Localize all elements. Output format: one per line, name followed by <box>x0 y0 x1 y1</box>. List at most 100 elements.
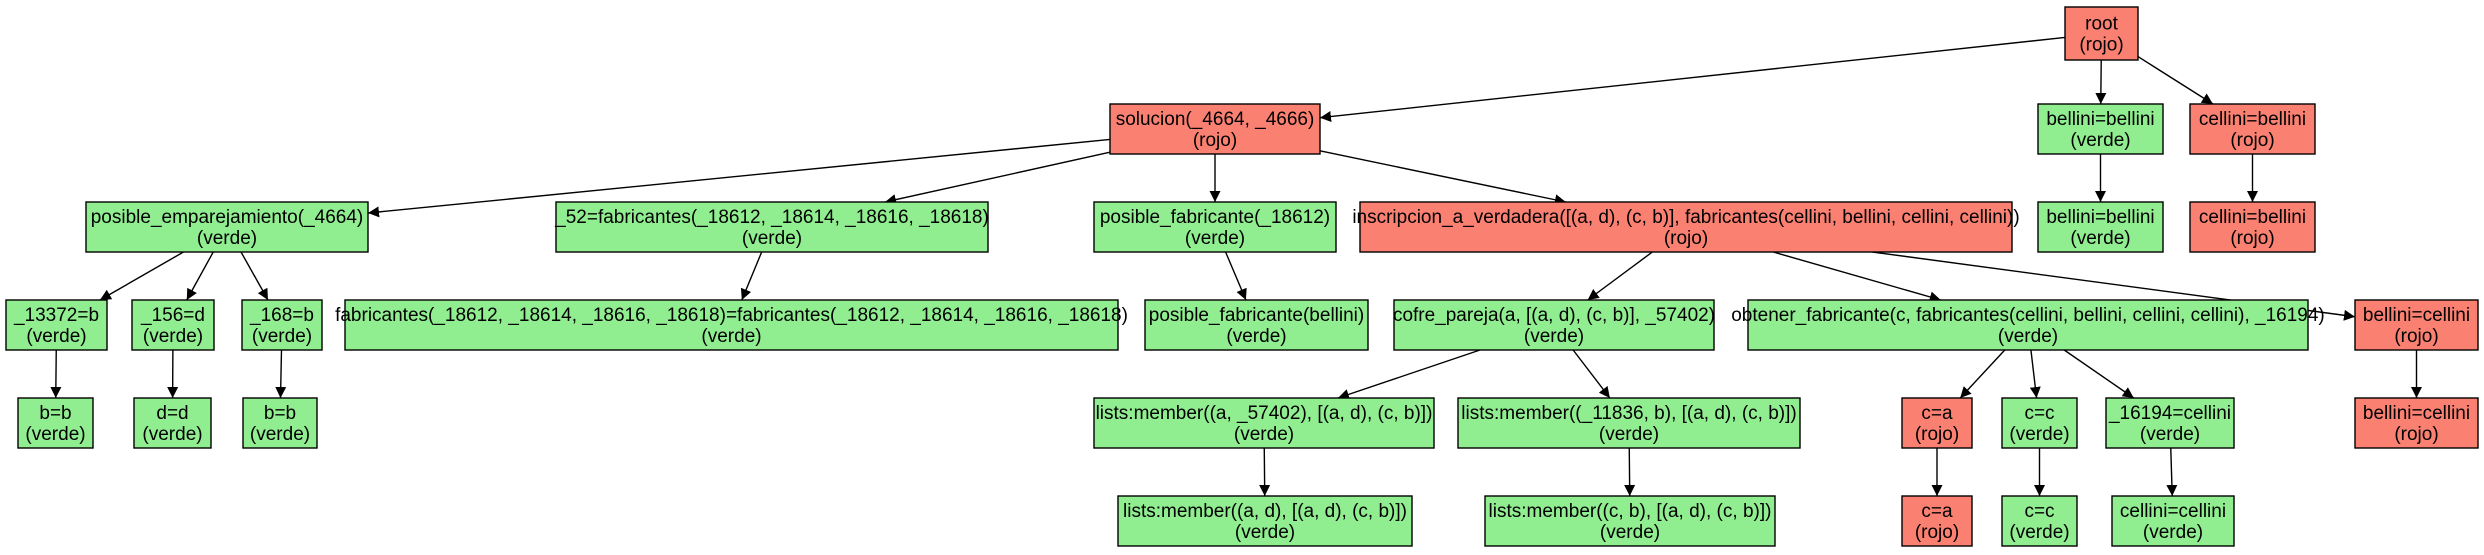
node-status: (rojo) <box>1193 130 1237 151</box>
node-status: (rojo) <box>2394 424 2438 445</box>
node-label: _156=d <box>140 305 205 326</box>
tree-node-iv: inscripcion_a_verdadera([(a, d), (c, b)]… <box>1352 201 2020 253</box>
node-label: lists:member((c, b), [(a, d), (c, b)]) <box>1489 501 1772 522</box>
edge-obt-to-n16194 <box>2063 349 2135 399</box>
edge-solucion-to-pe <box>367 138 1111 218</box>
node-status: (verde) <box>143 326 203 347</box>
tree-node-bc2: bellini=cellini(rojo) <box>2354 397 2479 449</box>
edge-cofre-to-lm1 <box>1337 349 1481 400</box>
edge-pe-to-n156 <box>186 251 214 301</box>
node-label: cellini=cellini <box>2120 501 2226 522</box>
tree-node-ca2: c=a(rojo) <box>1901 495 1973 547</box>
node-status: (verde) <box>1234 424 1294 445</box>
node-box <box>2037 103 2164 155</box>
node-box <box>2189 201 2316 253</box>
node-status: (rojo) <box>2079 35 2123 56</box>
edge-pf-to-pfb <box>1224 251 1247 301</box>
node-label: lists:member((_11836, b), [(a, d), (c, b… <box>1461 403 1796 424</box>
tree-node-lm3: lists:member((a, d), [(a, d), (c, b)])(v… <box>1117 495 1413 547</box>
node-status: (verde) <box>2070 228 2130 249</box>
node-label: inscripcion_a_verdadera([(a, d), (c, b)]… <box>1352 207 2019 228</box>
tree-node-dd: d=d(verde) <box>133 397 212 449</box>
node-label: c=a <box>1921 403 1953 424</box>
edge-obt-to-ca1 <box>1959 349 2006 399</box>
node-label: posible_emparejamiento(_4664) <box>91 207 364 228</box>
node-label: _13372=b <box>13 305 99 326</box>
node-label: posible_fabricante(bellini) <box>1149 305 1364 326</box>
edge-obt-to-cc1 <box>2029 349 2041 399</box>
node-status: (rojo) <box>2394 326 2438 347</box>
tree-node-bb-b2: b=b(verde) <box>242 397 318 449</box>
node-box <box>2001 495 2078 547</box>
tree-node-pf: posible_fabricante(_18612)(verde) <box>1093 201 1337 253</box>
node-box <box>1359 201 2013 253</box>
node-label: b=b <box>39 403 71 424</box>
tree-node-cb1: cellini=bellini(rojo) <box>2189 103 2316 155</box>
node-label: c=a <box>1921 501 1953 522</box>
node-status: (verde) <box>26 326 86 347</box>
node-status: (verde) <box>250 424 310 445</box>
node-label: cellini=bellini <box>2199 109 2306 130</box>
node-label: root <box>2085 14 2118 35</box>
node-status: (rojo) <box>1915 522 1959 543</box>
edge-cofre-to-lm2 <box>1572 349 1611 399</box>
node-box <box>1144 299 1369 351</box>
node-box <box>2001 397 2078 449</box>
tree-node-bc1: bellini=cellini(rojo) <box>2354 299 2479 351</box>
edge-solucion-to-f52 <box>884 151 1111 205</box>
node-status: (verde) <box>1998 326 2058 347</box>
tree-node-bb1: bellini=bellini(verde) <box>2037 103 2164 155</box>
edge-f52-to-fabeq <box>740 251 763 301</box>
edge-n168-to-bb-b2 <box>275 349 287 399</box>
node-label: bellini=cellini <box>2363 403 2470 424</box>
node-box <box>5 299 108 351</box>
node-status: (rojo) <box>2230 130 2274 151</box>
node-label: c=c <box>2024 403 2054 424</box>
node-box <box>1457 397 1801 449</box>
tree-node-n156: _156=d(verde) <box>131 299 215 351</box>
node-box <box>2064 6 2139 61</box>
tree-node-f52: _52=fabricantes(_18612, _18614, _18616, … <box>554 201 989 253</box>
edge-iv-to-obt <box>1773 251 1941 303</box>
edge-pe-to-n168 <box>240 251 269 301</box>
node-status: (verde) <box>252 326 312 347</box>
tree-node-pe: posible_emparejamiento(_4664)(verde) <box>85 201 369 253</box>
tree-node-n16194: _16194=cellini(verde) <box>2105 397 2235 449</box>
node-box <box>17 397 94 449</box>
node-status: (verde) <box>25 424 85 445</box>
edges-layer <box>50 36 2422 497</box>
tree-node-obt: obtener_fabricante(c, fabricantes(cellin… <box>1731 299 2325 351</box>
node-status: (verde) <box>2009 522 2069 543</box>
node-status: (verde) <box>701 326 761 347</box>
tree-node-n168: _168=b(verde) <box>241 299 323 351</box>
node-label: posible_fabricante(_18612) <box>1100 207 1330 228</box>
tree-node-root: root(rojo) <box>2064 6 2139 61</box>
edge-root-to-cb1 <box>2137 55 2214 105</box>
tree-node-lm1: lists:member((a, _57402), [(a, d), (c, b… <box>1093 397 1435 449</box>
node-label: cellini=bellini <box>2199 207 2306 228</box>
node-box <box>555 201 989 253</box>
node-box <box>1747 299 2309 351</box>
node-status: (verde) <box>1599 424 1659 445</box>
node-label: bellini=cellini <box>2363 305 2470 326</box>
node-label: cofre_pareja(a, [(a, d), (c, b)], _57402… <box>1393 305 1715 326</box>
node-label: bellini=bellini <box>2046 207 2154 228</box>
tree-node-cc1: c=c(verde) <box>2001 397 2078 449</box>
tree-node-cofre: cofre_pareja(a, [(a, d), (c, b)], _57402… <box>1393 299 1715 351</box>
tree-node-lm4: lists:member((c, b), [(a, d), (c, b)])(v… <box>1484 495 1776 547</box>
node-status: (verde) <box>2009 424 2069 445</box>
node-status: (rojo) <box>1915 424 1959 445</box>
tree-node-cc2: c=c(verde) <box>2001 495 2078 547</box>
node-box <box>2037 201 2164 253</box>
edge-pe-to-n13372 <box>99 251 184 301</box>
node-status: (verde) <box>2140 424 2200 445</box>
node-label: _168=b <box>249 305 314 326</box>
node-label: lists:member((a, _57402), [(a, d), (c, b… <box>1096 403 1433 424</box>
node-box <box>133 397 212 449</box>
node-label: obtener_fabricante(c, fabricantes(cellin… <box>1731 305 2325 326</box>
node-status: (verde) <box>1600 522 1660 543</box>
node-status: (verde) <box>2143 522 2203 543</box>
node-box <box>1093 201 1337 253</box>
node-box <box>2189 103 2316 155</box>
tree-node-ca1: c=a(rojo) <box>1901 397 1973 449</box>
